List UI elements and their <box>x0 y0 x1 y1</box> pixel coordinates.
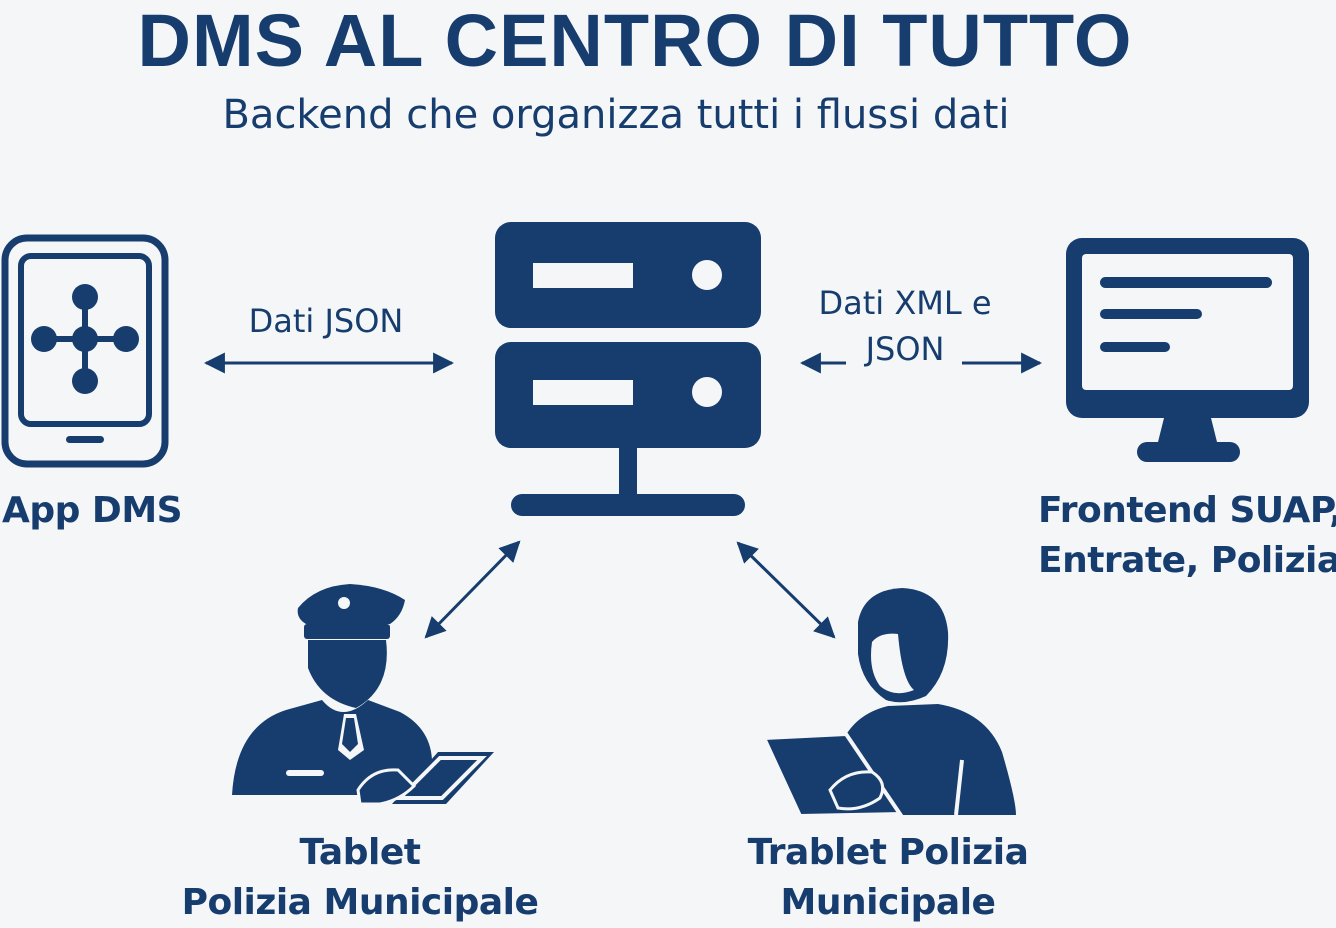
node-label-officer: Tablet Polizia Municipale <box>150 828 570 928</box>
edge-server-officer <box>424 540 521 639</box>
edge-label-server-frontend: Dati XML e JSON <box>790 280 1020 372</box>
monitor-icon <box>1066 238 1309 462</box>
police-officer-tablet-icon <box>232 584 494 806</box>
edge-server-user <box>736 541 836 639</box>
node-label-frontend-line1: Frontend SUAP, <box>1038 490 1336 531</box>
page-subtitle: Backend che organizza tutti i flussi dat… <box>222 92 1010 138</box>
server-icon <box>495 222 761 516</box>
node-label-user: Trablet Polizia Municipale <box>700 828 1076 928</box>
node-label-app: App DMS <box>2 490 183 531</box>
tablet-network-icon <box>1 234 169 468</box>
node-label-officer-line2: Polizia Municipale <box>181 882 539 923</box>
node-label-user-line2: Municipale <box>780 882 996 923</box>
edge-label-server-frontend-line1: Dati XML e <box>818 284 992 322</box>
node-label-frontend: Frontend SUAP, Entrate, Polizia <box>1038 486 1336 586</box>
node-label-user-line1: Trablet Polizia <box>747 832 1029 873</box>
node-label-officer-line1: Tablet <box>299 832 421 873</box>
person-tablet-icon <box>760 588 1016 819</box>
edge-label-server-frontend-line2: JSON <box>865 330 945 368</box>
node-label-frontend-line2: Entrate, Polizia <box>1038 540 1336 581</box>
page-title: DMS AL CENTRO DI TUTTO <box>137 0 1133 82</box>
edge-label-app-server: Dati JSON <box>248 302 404 340</box>
